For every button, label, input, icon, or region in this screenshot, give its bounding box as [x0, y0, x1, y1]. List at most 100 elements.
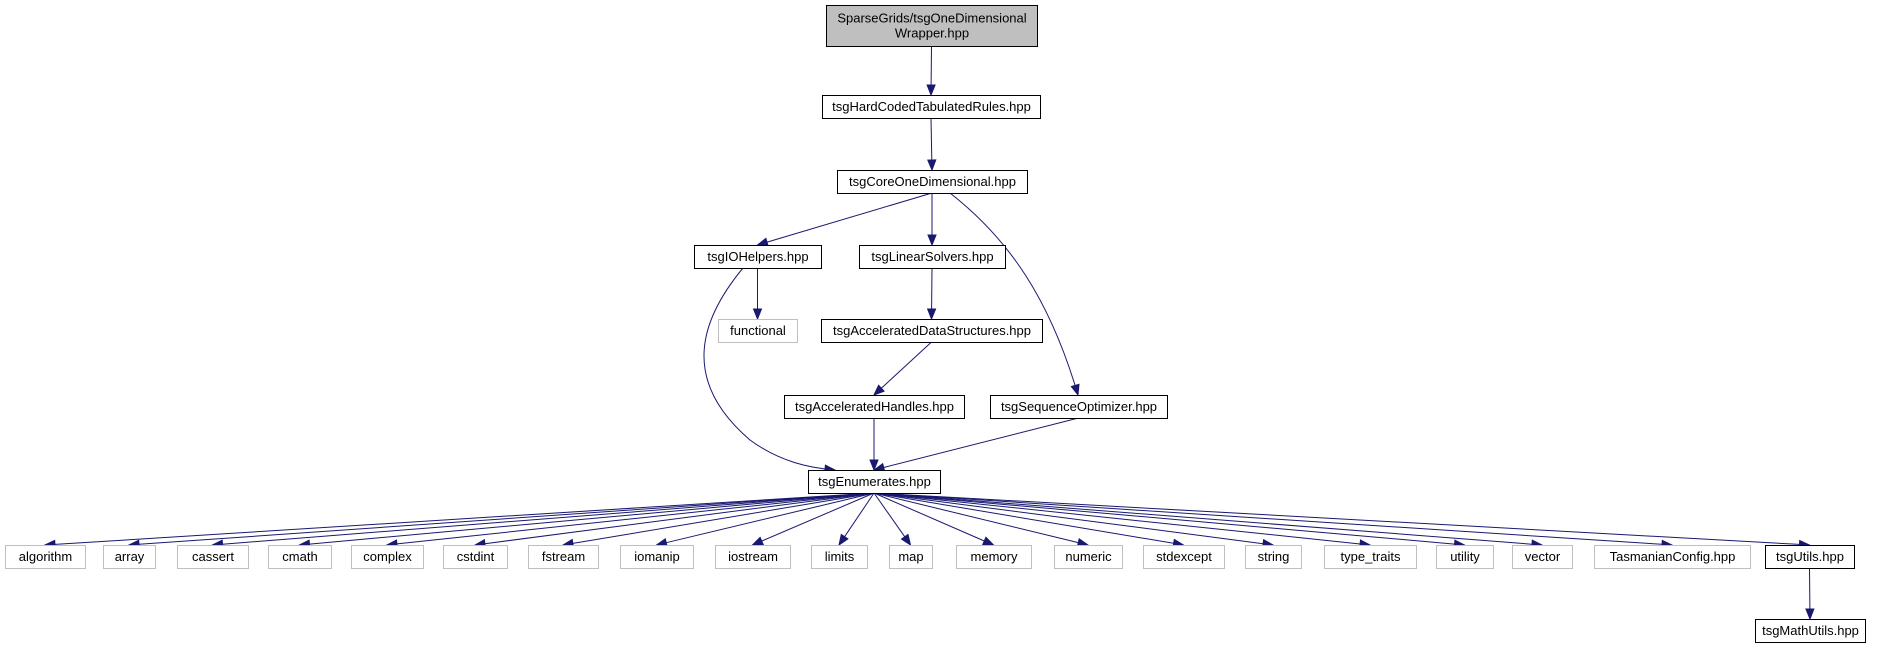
node-algorithm: algorithm	[5, 545, 86, 569]
edge-iohelpers-to-functional	[752, 268, 763, 321]
node-acchandles[interactable]: tsgAcceleratedHandles.hpp	[784, 395, 965, 419]
edge-line	[703, 267, 836, 471]
arrowhead-icon	[838, 533, 849, 547]
edge-acchandles-to-enumerates	[869, 418, 879, 472]
node-box	[103, 545, 156, 569]
node-linearsolvers[interactable]: tsgLinearSolvers.hpp	[859, 245, 1006, 269]
node-box	[826, 5, 1038, 47]
node-complex: complex	[351, 545, 424, 569]
node-stdexcept: stdexcept	[1143, 545, 1225, 569]
edge-line	[309, 492, 875, 545]
edge-enumerates-to-tasmanianconfig	[873, 492, 1674, 550]
node-iostream: iostream	[715, 545, 791, 569]
node-iohelpers[interactable]: tsgIOHelpers.hpp	[694, 245, 822, 269]
edge-line	[873, 492, 1800, 545]
edge-enumerates-to-string	[873, 492, 1275, 549]
node-label: tsgAcceleratedHandles.hpp	[795, 399, 954, 414]
node-box	[351, 545, 424, 569]
node-tsgutils[interactable]: tsgUtils.hpp	[1765, 545, 1855, 569]
node-label: tsgSequenceOptimizer.hpp	[1001, 399, 1157, 414]
node-accdata[interactable]: tsgAcceleratedDataStructures.hpp	[821, 319, 1043, 343]
node-box	[1765, 545, 1855, 569]
node-label: fstream	[542, 549, 585, 564]
node-box	[1512, 545, 1573, 569]
edge-line	[881, 341, 932, 389]
edge-line	[873, 492, 1264, 545]
node-label: iostream	[728, 549, 778, 564]
node-box	[694, 245, 822, 269]
edge-enumerates-to-cstdint	[473, 492, 875, 549]
node-hardcoded[interactable]: tsgHardCodedTabulatedRules.hpp	[822, 95, 1041, 119]
edge-enumerates-to-memory	[873, 492, 995, 546]
arrowhead-icon	[873, 384, 885, 396]
node-functional: functional	[718, 319, 798, 343]
arrowhead-icon	[926, 308, 937, 321]
node-box	[443, 545, 508, 569]
edge-enumerates-to-complex	[385, 492, 875, 549]
node-box	[990, 395, 1168, 419]
edge-line	[883, 417, 1079, 468]
node-label: type_traits	[1341, 549, 1401, 564]
node-box	[837, 170, 1028, 194]
node-box	[808, 470, 941, 494]
node-cassert: cassert	[177, 545, 249, 569]
arrowhead-icon	[926, 84, 936, 97]
node-box	[956, 545, 1032, 569]
node-label: map	[898, 549, 923, 564]
edge-line	[572, 492, 875, 544]
node-coreonedim[interactable]: tsgCoreOneDimensional.hpp	[837, 170, 1028, 194]
edge-linearsolvers-to-accdata	[926, 267, 937, 321]
node-label: limits	[825, 549, 855, 564]
node-box	[889, 545, 933, 569]
edge-line	[873, 492, 1533, 545]
node-cmath: cmath	[268, 545, 332, 569]
edge-coreonedim-to-seqopt	[949, 192, 1080, 397]
node-label: tsgAcceleratedDataStructures.hpp	[833, 323, 1031, 338]
node-label: cassert	[192, 549, 234, 564]
edge-seqopt-to-enumerates	[872, 417, 1079, 472]
edge-line	[766, 192, 933, 243]
node-string: string	[1245, 545, 1302, 569]
node-vector: vector	[1512, 545, 1573, 569]
arrowhead-icon	[927, 159, 937, 172]
node-label: tsgMathUtils.hpp	[1762, 623, 1859, 638]
node-box	[1245, 545, 1302, 569]
node-box	[1594, 545, 1751, 569]
node-box	[1054, 545, 1123, 569]
arrowhead-icon	[756, 237, 769, 247]
node-seqopt[interactable]: tsgSequenceOptimizer.hpp	[990, 395, 1168, 419]
node-tsgmathutils[interactable]: tsgMathUtils.hpp	[1755, 619, 1866, 643]
edge-enumerates-to-iostream	[751, 492, 875, 546]
edge-line	[873, 492, 906, 538]
node-enumerates[interactable]: tsgEnumerates.hpp	[808, 470, 941, 494]
node-label: complex	[363, 549, 412, 564]
node-label: string	[1258, 549, 1290, 564]
node-label: utility	[1450, 549, 1480, 564]
node-box	[859, 245, 1006, 269]
node-label: Wrapper.hpp	[895, 26, 969, 41]
node-utility: utility	[1436, 545, 1494, 569]
arrowhead-icon	[752, 308, 763, 321]
node-label: memory	[971, 549, 1018, 564]
node-label: tsgIOHelpers.hpp	[707, 249, 808, 264]
edge-line	[873, 492, 1663, 545]
node-label: TasmanianConfig.hpp	[1610, 549, 1736, 564]
edge-line	[761, 492, 875, 542]
edge-root-to-hardcoded	[926, 45, 936, 97]
edge-line	[873, 492, 1361, 545]
node-type-traits: type_traits	[1324, 545, 1417, 569]
node-label: tsgCoreOneDimensional.hpp	[849, 174, 1016, 189]
edge-accdata-to-acchandles	[873, 341, 932, 396]
edge-coreonedim-to-linearsolvers	[927, 193, 937, 247]
edge-enumerates-to-fstream	[561, 492, 875, 548]
node-box	[177, 545, 249, 569]
node-label: algorithm	[19, 549, 72, 564]
node-box	[620, 545, 694, 569]
node-label: array	[115, 549, 145, 564]
node-box	[1143, 545, 1225, 569]
node-map: map	[889, 545, 933, 569]
edge-line	[949, 192, 1079, 396]
edge-line	[54, 492, 875, 545]
edge-enumerates-to-cassert	[211, 492, 875, 549]
